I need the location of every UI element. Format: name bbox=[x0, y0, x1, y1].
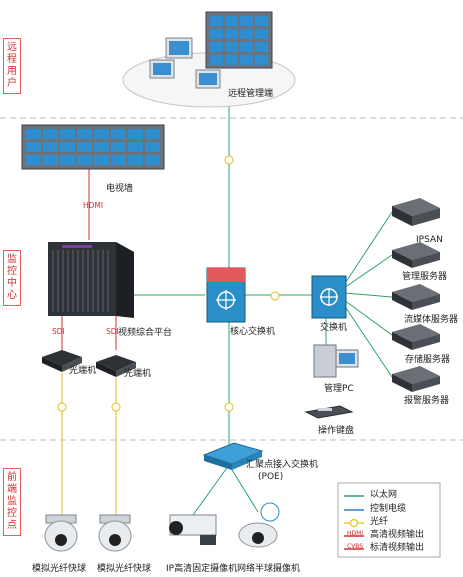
zone-label-monitor: 监控中心 bbox=[3, 250, 21, 306]
label-management-server: 管理服务器 bbox=[402, 272, 448, 282]
legend-label-sd-output: 标清视频输出 bbox=[370, 543, 425, 553]
legend-swatches bbox=[344, 495, 364, 550]
label-tv-wall: 电视墙 bbox=[106, 184, 134, 194]
label-network-dome-camera: 网络半球摄像机 bbox=[237, 564, 301, 574]
label-optical-transceiver: 光端机 bbox=[124, 369, 152, 379]
label-switch: 交换机 bbox=[320, 323, 348, 333]
legend-tag-hdmi: HDMI bbox=[347, 530, 364, 537]
analog-dome-camera-icon bbox=[44, 514, 78, 552]
ethernet-links bbox=[130, 98, 393, 516]
core-switch-icon bbox=[206, 267, 246, 323]
label-management-pc: 管理PC bbox=[324, 384, 354, 394]
keyboard-icon bbox=[304, 405, 354, 419]
label-video-platform: 视频综合平台 bbox=[118, 328, 173, 338]
label-keyboard: 操作键盘 bbox=[318, 426, 355, 436]
label-ip-fixed-camera: IP高清固定摄像机 bbox=[166, 564, 238, 574]
optical-transceiver-icon bbox=[42, 350, 82, 372]
label-remote-terminal: 远程管理端 bbox=[228, 89, 274, 99]
label-sdi-link: SDI bbox=[52, 327, 65, 336]
video-output-links bbox=[61, 168, 117, 350]
stream-server-icon bbox=[392, 284, 440, 310]
poe-switch-icon bbox=[202, 442, 264, 470]
label-storage-server: 存储服务器 bbox=[405, 355, 451, 365]
tv-wall-icon bbox=[21, 124, 165, 170]
legend-label-hd-output: 高清视频输出 bbox=[370, 530, 425, 540]
label-ipsan: IPSAN bbox=[416, 235, 443, 245]
fiber-marker-icons bbox=[57, 155, 280, 412]
remote-video-wall-icon bbox=[205, 11, 273, 69]
alarm-server-icon bbox=[392, 366, 440, 392]
label-analog-dome-camera: 模拟光纤快球 bbox=[97, 564, 152, 574]
analog-dome-camera-icon bbox=[98, 514, 132, 552]
zone-label-front: 前端监控点 bbox=[3, 468, 21, 536]
ipsan-icon bbox=[392, 198, 440, 226]
label-optical-transceiver: 光端机 bbox=[69, 366, 97, 376]
video-platform-icon bbox=[48, 242, 134, 318]
storage-server-icon bbox=[392, 324, 440, 350]
network-dome-camera-icon bbox=[238, 502, 280, 548]
ip-fixed-camera-icon bbox=[169, 514, 217, 545]
legend-tag-cvbs: CVBS bbox=[347, 543, 364, 550]
label-stream-server: 流媒体服务器 bbox=[404, 315, 459, 325]
legend-label-fiber: 光纤 bbox=[370, 517, 389, 527]
label-analog-dome-camera: 模拟光纤快球 bbox=[32, 564, 87, 574]
fiber-links bbox=[61, 373, 117, 515]
remote-pc-icon bbox=[149, 37, 221, 89]
label-aggregation-switch: 汇聚点接入交换机 bbox=[246, 460, 319, 470]
label-hdmi-link: HDMI bbox=[83, 201, 104, 210]
label-sdi-link: SDI bbox=[106, 327, 119, 336]
management-pc-icon bbox=[313, 344, 359, 378]
switch-icon bbox=[311, 275, 347, 319]
label-alarm-server: 报警服务器 bbox=[404, 396, 450, 406]
optical-transceiver-icon bbox=[96, 355, 136, 377]
management-server-icon bbox=[392, 242, 440, 268]
zone-label-remote: 远程用户 bbox=[3, 38, 21, 94]
legend-label-control-cable: 控制电缆 bbox=[370, 504, 407, 514]
legend-label-ethernet: 以太网 bbox=[370, 490, 398, 500]
label-core-switch: 核心交换机 bbox=[230, 327, 276, 337]
label-aggregation-switch-poe: (POE) bbox=[258, 472, 284, 482]
